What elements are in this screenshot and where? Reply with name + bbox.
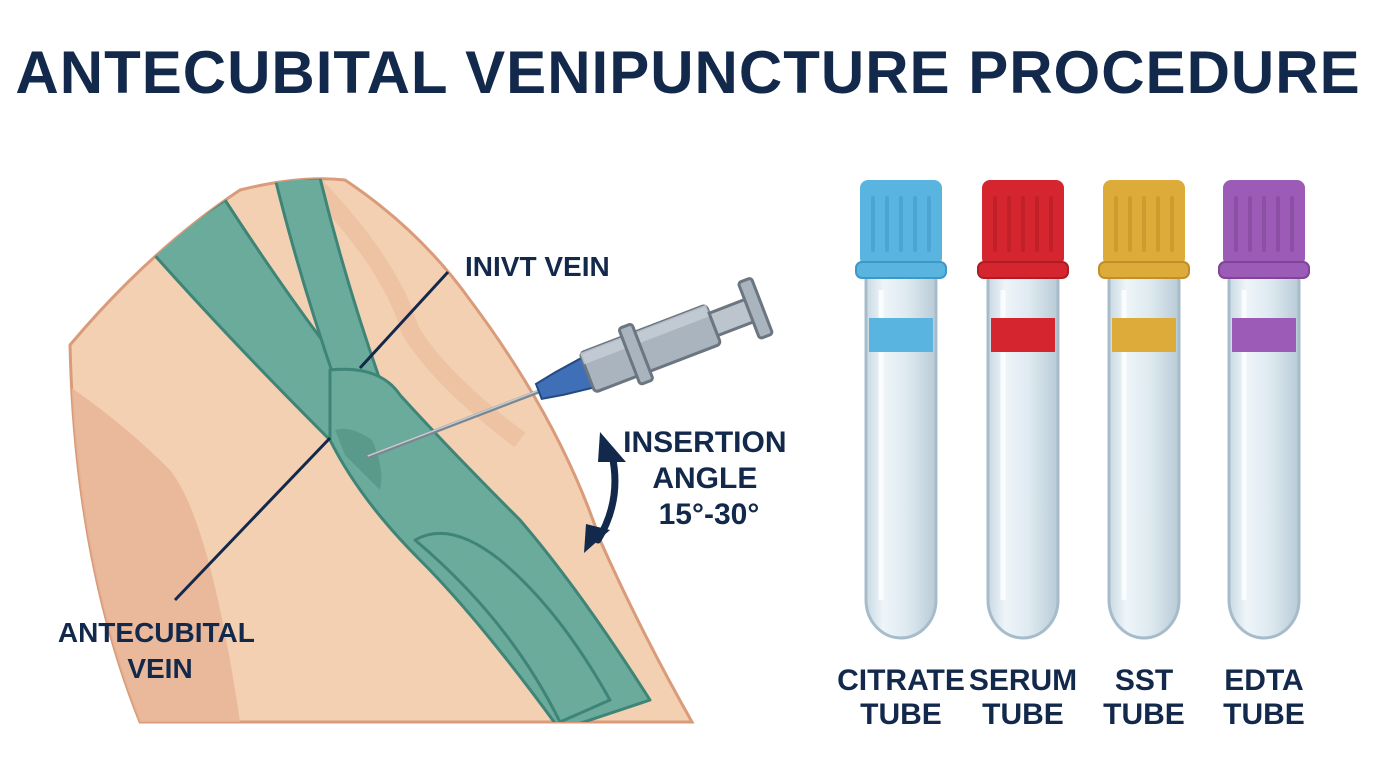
veins [148,178,652,722]
lower-vein-branch [413,531,612,722]
main-vein-leader [173,436,332,602]
tube-color-band [1232,318,1296,352]
antecubital-vein-label: ANTECUBITAL VEIN [58,617,262,684]
upper-vein-leader [358,270,450,370]
insertion-angle-label: INSERTION ANGLE 15°-30° [623,426,795,531]
tube-color-band [1112,318,1176,352]
page-title: ANTECUBITAL VENIPUNCTURE PROCEDURE [15,39,1361,106]
tube-color-band [869,318,933,352]
needle [366,388,543,459]
upper-vein-label: INIVT VEIN [465,251,610,282]
tube-color-band [991,318,1055,352]
insertion-angle-arrow [584,432,626,553]
syringe-needle [366,277,774,459]
